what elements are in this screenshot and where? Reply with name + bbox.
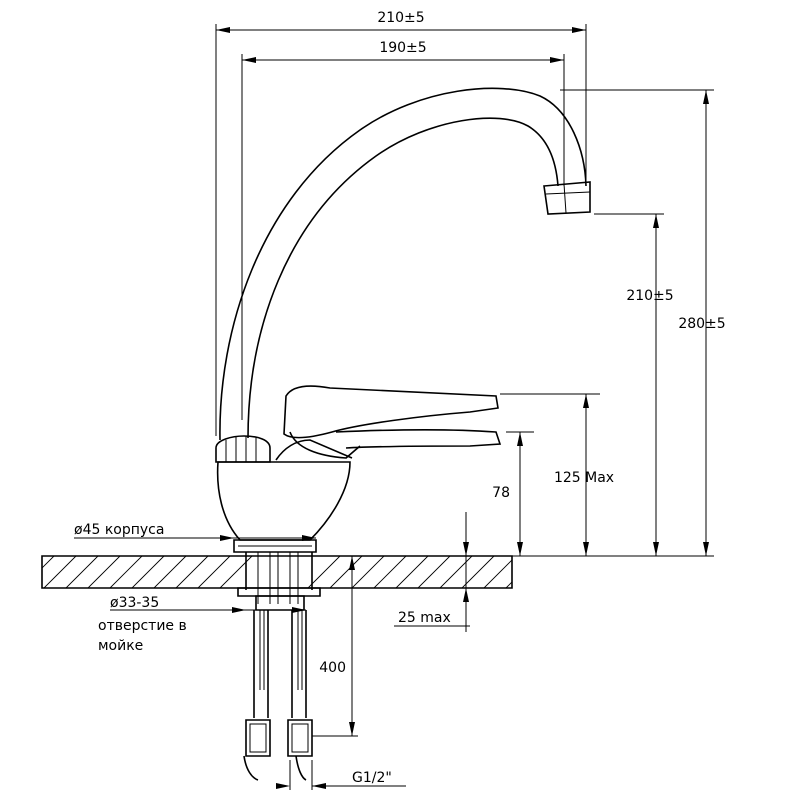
label-spout-reach: 190±5: [379, 40, 426, 56]
label-body-height: 78: [492, 485, 510, 501]
label-hole-note-line2: мойке: [98, 638, 143, 654]
label-spout-height: 210±5: [626, 288, 673, 304]
label-total-width: 210±5: [377, 10, 424, 26]
dimension-labels: 210±5 190±5 210±5 280±5 125 Max 78 ø45 к…: [74, 10, 726, 786]
mounting-assembly: [237, 552, 321, 781]
label-counter-thickness: 25 max: [398, 610, 451, 626]
label-thread: G1/2": [352, 770, 392, 786]
label-hole-note-line1: отверстие в: [98, 618, 187, 634]
label-hole-diameter: ø33-35: [110, 595, 159, 611]
label-hose-length: 400: [319, 660, 346, 676]
label-total-height: 280±5: [678, 316, 725, 332]
label-lever-height: 125 Max: [554, 470, 614, 486]
faucet-body: [215, 435, 351, 553]
countertop: [41, 555, 513, 589]
countertop-hatching: [42, 556, 512, 588]
spout: [219, 87, 591, 441]
label-body-diameter: ø45 корпуса: [74, 522, 164, 538]
dimension-lines: [74, 24, 714, 790]
lever-handle: [275, 385, 502, 461]
